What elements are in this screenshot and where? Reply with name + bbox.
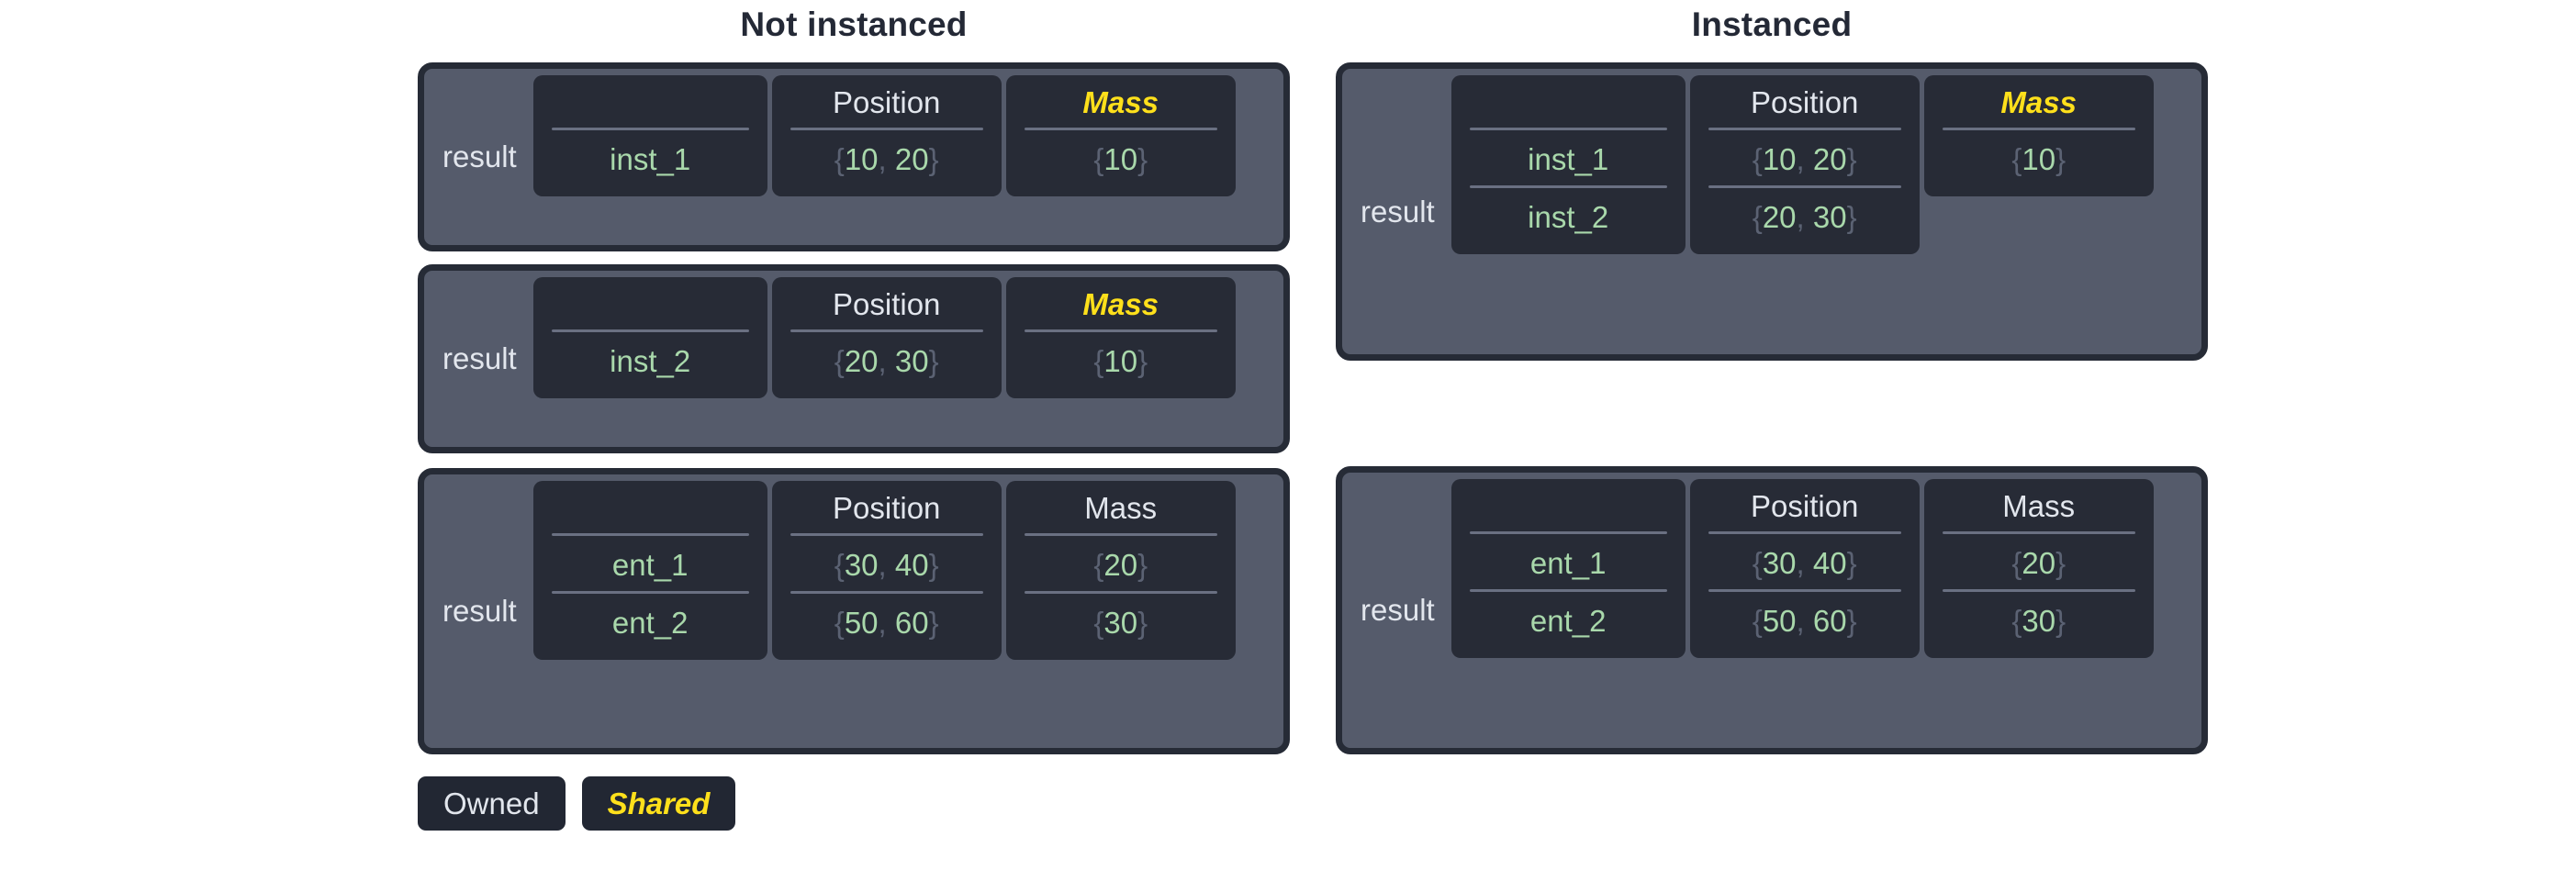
column-header bbox=[1464, 75, 1673, 128]
column-header: Mass bbox=[2002, 489, 2076, 523]
component-column-position: Position {30, 40}{50, 60} bbox=[1689, 479, 1920, 658]
table-cell: {20, 30} bbox=[1703, 185, 1907, 243]
table-cell: inst_1 bbox=[1464, 128, 1673, 185]
table-cell: ent_1 bbox=[546, 533, 755, 591]
table-cell: ent_1 bbox=[1464, 531, 1673, 589]
panel-label-result: result bbox=[442, 341, 517, 375]
table-cell: {50, 60} bbox=[785, 591, 989, 649]
column-title-not-instanced: Not instanced bbox=[740, 6, 968, 43]
table-cell: {10} bbox=[1937, 128, 2141, 185]
component-column-mass: Mass {10} bbox=[1005, 277, 1236, 398]
table-cell: ent_2 bbox=[1464, 589, 1673, 647]
table-cell: {30} bbox=[1019, 591, 1223, 649]
column-header: Position bbox=[1751, 85, 1859, 119]
legend: Owned Shared bbox=[418, 776, 736, 831]
component-table: inst_1 Position {10, 20} Mass {10} bbox=[532, 69, 1283, 245]
column-header: Position bbox=[1751, 489, 1859, 523]
legend-item-shared: Shared bbox=[581, 776, 736, 831]
component-column-name: inst_1 bbox=[532, 75, 767, 196]
component-table: inst_2 Position {20, 30} Mass {10} bbox=[532, 271, 1283, 447]
panel-label-result: result bbox=[1361, 593, 1435, 627]
table-cell: {10, 20} bbox=[1703, 128, 1907, 185]
column-header: Position bbox=[833, 287, 941, 321]
table-cell: {30, 40} bbox=[785, 533, 989, 591]
column-header: Position bbox=[833, 491, 941, 525]
result-panel: result inst_2 Position {20, 30} Mass {10} bbox=[418, 264, 1290, 453]
table-cell: inst_2 bbox=[546, 329, 755, 387]
panel-label-result: result bbox=[442, 594, 517, 628]
component-column-mass: Mass {20}{30} bbox=[1923, 479, 2154, 658]
result-panel: result inst_1 Position {10, 20} Mass {10} bbox=[418, 62, 1290, 251]
column-header bbox=[546, 75, 755, 128]
component-column-mass: Mass {20}{30} bbox=[1005, 481, 1236, 660]
component-column-position: Position {10, 20}{20, 30} bbox=[1689, 75, 1920, 254]
component-column-mass: Mass {10} bbox=[1923, 75, 2154, 196]
component-column-position: Position {20, 30} bbox=[771, 277, 1002, 398]
table-cell: {20, 30} bbox=[785, 329, 989, 387]
column-title-instanced: Instanced bbox=[1691, 6, 1853, 43]
column-header: Mass bbox=[1082, 85, 1159, 119]
column-header: Mass bbox=[1082, 287, 1159, 321]
column-header: Position bbox=[833, 85, 941, 119]
component-column-name: inst_2 bbox=[532, 277, 767, 398]
panel-label-result: result bbox=[442, 139, 517, 173]
panel-label-result: result bbox=[1361, 194, 1435, 229]
column-header: Mass bbox=[1084, 491, 1158, 525]
table-cell: {50, 60} bbox=[1703, 589, 1907, 647]
table-cell: {10, 20} bbox=[785, 128, 989, 185]
table-cell: ent_2 bbox=[546, 591, 755, 649]
column-header bbox=[546, 481, 755, 533]
table-cell: {10} bbox=[1019, 329, 1223, 387]
column-header bbox=[546, 277, 755, 329]
table-cell: {20} bbox=[1937, 531, 2141, 589]
table-cell: inst_1 bbox=[546, 128, 755, 185]
table-cell: {30} bbox=[1937, 589, 2141, 647]
component-column-position: Position {30, 40}{50, 60} bbox=[771, 481, 1002, 660]
component-column-position: Position {10, 20} bbox=[771, 75, 1002, 196]
column-header bbox=[1464, 479, 1673, 531]
column-header: Mass bbox=[2000, 85, 2077, 119]
table-cell: {20} bbox=[1019, 533, 1223, 591]
component-column-mass: Mass {10} bbox=[1005, 75, 1236, 196]
table-cell: {10} bbox=[1019, 128, 1223, 185]
legend-item-owned: Owned bbox=[418, 776, 566, 831]
table-cell: inst_2 bbox=[1464, 185, 1673, 243]
table-cell: {30, 40} bbox=[1703, 531, 1907, 589]
